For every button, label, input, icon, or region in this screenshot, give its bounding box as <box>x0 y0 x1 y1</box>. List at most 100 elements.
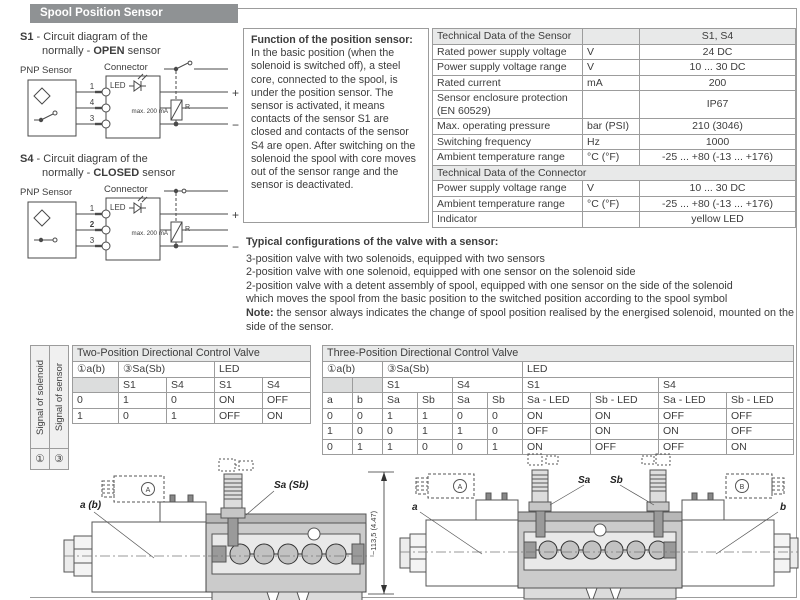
table-cell: S1 <box>118 376 167 393</box>
tech-unit: mA <box>582 74 640 91</box>
tech-value: -25 ... +80 (-13 ... +176) <box>639 149 796 166</box>
table-cell <box>72 376 119 393</box>
table-cell: OFF <box>522 423 591 440</box>
solenoid-a-label: a (b) <box>80 500 102 511</box>
solenoid-b-label: b <box>780 502 786 513</box>
tech-label: Rated power supply voltage <box>432 43 583 60</box>
side-label-sensor-text: Signal of sensor <box>53 362 65 432</box>
sensor-sa-label: Sa (Sb) <box>274 480 309 491</box>
valve-drawing-single-solenoid: A a (b) Sa (Sb) ~113,5 (4.47) <box>63 458 394 600</box>
side-label-sensor: Signal of sensor <box>49 345 69 449</box>
table-cell: OFF <box>261 392 312 409</box>
table-cell <box>352 376 383 393</box>
table-cell: 1 <box>417 407 453 424</box>
s1-pin-1: 1 <box>90 82 95 91</box>
height-dimension: ~113,5 (4.47) <box>369 510 378 555</box>
note-text: the sensor always indicates the change o… <box>246 306 794 333</box>
table-cell: S4 <box>452 376 523 393</box>
table-row: Sensor enclosure protection (EN 60529) I… <box>432 90 796 119</box>
typical-note: Note: the sensor always indicates the ch… <box>246 307 800 334</box>
tech-value: 10 ... 30 DC <box>639 59 796 76</box>
tech-label: Ambient temperature range <box>432 149 583 166</box>
typical-title: Typical configurations of the valve with… <box>246 236 499 248</box>
table-cell: 0 <box>452 407 488 424</box>
page-right-rule <box>796 8 797 597</box>
table-cell: S4 <box>657 376 795 393</box>
table-cell: OFF <box>658 438 727 455</box>
tech-connector-header: Technical Data of the Connector <box>432 164 796 181</box>
s1-pnp-sensor-label: PNP Sensor <box>20 65 72 76</box>
table-cell: 0 <box>352 407 383 424</box>
two-position-table: Two-Position Directional Control Valve ①… <box>71 345 312 424</box>
tech-label: Ambient temperature range <box>432 195 583 212</box>
sensor-sb-label: Sb <box>610 475 623 486</box>
tech-unit: °C (°F) <box>582 149 640 166</box>
s1-caption-line1: - Circuit diagram of the <box>36 31 148 43</box>
col-solenoid-signal: ①a(b) <box>322 361 383 378</box>
col-led: LED <box>213 361 312 378</box>
table-row: Max. operating pressure bar (PSI) 210 (3… <box>432 118 796 135</box>
tech-unit <box>582 211 640 228</box>
tech-value: IP67 <box>639 90 796 119</box>
valve-drawing-double-solenoid: A B a b Sa Sb <box>399 453 799 600</box>
tech-label: Power supply voltage range <box>432 59 583 76</box>
table-row: 1 0 0 1 1 0 OFF ON ON OFF <box>322 423 795 440</box>
s1-plus-terminal: + <box>232 86 239 100</box>
table-row: Switching frequency Hz 1000 <box>432 133 796 150</box>
tech-value: yellow LED <box>639 211 796 228</box>
table-cell: OFF <box>590 438 659 455</box>
page-title: Spool Position Sensor <box>30 4 238 23</box>
table-cell: 0 <box>487 423 523 440</box>
typical-configurations: Typical configurations of the valve with… <box>246 236 800 334</box>
s1-circuit-diagram: PNP Sensor Connector LED 1 4 3 max. 200 … <box>20 60 239 139</box>
page-bottom-rule <box>30 597 797 598</box>
table-row: 0 0 1 1 0 0 ON ON OFF OFF <box>322 407 795 424</box>
table-cell: 0 <box>352 423 383 440</box>
page-top-rule <box>238 8 797 9</box>
s4-pin-1: 1 <box>90 204 95 213</box>
side-label-solenoid: Signal of solenoid <box>30 345 50 449</box>
table-cell: ON <box>522 438 591 455</box>
connector-a-label: A <box>458 484 463 491</box>
s4-circuit-diagram: PNP Sensor Connector LED 1 2 3 max. 200 … <box>20 184 239 261</box>
s4-resistor-label: R <box>185 226 190 233</box>
table-cell: 0 <box>322 438 353 455</box>
typical-line: 3-position valve with two solenoids, equ… <box>246 252 545 265</box>
two-pos-title: Two-Position Directional Control Valve <box>71 345 312 362</box>
tech-value: 210 (3046) <box>639 118 796 135</box>
s4-pnp-sensor-label: PNP Sensor <box>20 187 72 198</box>
tech-unit: bar (PSI) <box>582 118 640 135</box>
tech-sensor-header-value: S1, S4 <box>639 28 796 45</box>
table-cell: 0 <box>166 392 215 409</box>
table-cell: 1 <box>382 438 418 455</box>
tech-value: 10 ... 30 DC <box>639 180 796 197</box>
table-cell: ON <box>590 407 659 424</box>
s4-code: S4 <box>20 153 34 165</box>
table-cell: Sa - LED <box>522 392 591 409</box>
s1-connector-label: Connector <box>104 62 148 73</box>
table-cell: 1 <box>487 438 523 455</box>
typical-line: 2-position valve with a detent assembly … <box>246 279 733 292</box>
tech-unit <box>582 90 640 119</box>
s4-pin-3: 3 <box>90 236 95 245</box>
table-cell: S1 <box>522 376 659 393</box>
s4-connector-label: Connector <box>104 184 148 195</box>
col-sensor-signal: ③Sa(Sb) <box>118 361 215 378</box>
table-cell: ON <box>658 423 727 440</box>
table-row: Ambient temperature range °C (°F) -25 ..… <box>432 149 796 166</box>
function-body: In the basic position (when the solenoid… <box>251 47 416 192</box>
three-pos-title: Three-Position Directional Control Valve <box>321 345 795 362</box>
table-cell: 0 <box>322 407 353 424</box>
table-cell: S1 <box>382 376 453 393</box>
typical-line: 2-position valve with one solenoid, equi… <box>246 266 636 279</box>
side-label-solenoid-text: Signal of solenoid <box>34 359 46 435</box>
s1-current-label: max. 200 mA <box>132 108 169 115</box>
s1-minus-terminal: − <box>232 118 239 132</box>
tech-value: 200 <box>639 74 796 91</box>
table-cell: Sa <box>382 392 418 409</box>
tech-unit: V <box>582 59 640 76</box>
s4-pin-2: 2 <box>90 220 95 229</box>
table-row: ①a(b) ③Sa(Sb) LED <box>72 361 312 378</box>
tech-sensor-header: Technical Data of the Sensor <box>432 28 583 45</box>
table-row: Power supply voltage range V 10 ... 30 D… <box>432 180 796 197</box>
